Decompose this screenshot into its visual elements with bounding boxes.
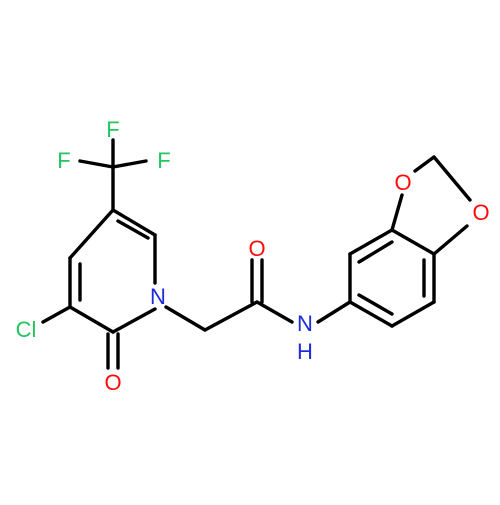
atom-n-amide: N [297,311,313,336]
bond-ar3-ar4 [390,228,436,256]
bond-ar6-ar1-inner [357,293,394,316]
atom-cl: Cl [16,317,37,342]
bond-ar6-ar1 [348,300,394,328]
bond-cf3-c-f-left [78,159,115,169]
bond-c5-c6 [111,208,157,237]
atom-f-right: F [157,148,170,173]
atom-o-dioxole-top: O [394,170,411,195]
atom-o-amide: O [248,236,265,261]
bond-ar2-ar3-inner [357,240,394,264]
bond-c3-cl [41,305,72,324]
bond-cf3-c-f-right [111,159,148,169]
bond-n-aryl [316,300,352,324]
atom-n-ring: N [150,284,166,309]
bond-n1-ch2 [164,305,207,332]
atom-f-top: F [106,117,119,142]
bond-ar3-o [390,193,404,232]
bond-c4-c5 [68,208,115,260]
atom-o-ring-carbonyl: O [104,370,121,395]
pyridinone-ring [41,208,157,370]
bond-ch2-c [203,300,259,332]
benzodioxole-ring [348,155,472,328]
bond-n1-c2 [111,307,157,334]
bond-ch2-o [432,155,472,202]
acetamide-linker [164,258,352,332]
atom-h-amide: H [297,339,313,364]
bond-ar4-o [432,224,469,256]
bond-c5-c6-inner [116,219,150,240]
bond-ar2-ar3 [348,228,394,256]
atom-f-left: F [57,148,70,173]
bond-c-n-amide [255,300,294,324]
bond-ar5-ar6 [390,300,436,328]
cf3-group [78,138,148,212]
bond-o-ch2 [413,155,436,173]
bond-c2-c3 [68,305,115,334]
atom-o-dioxole-right: O [472,200,489,225]
